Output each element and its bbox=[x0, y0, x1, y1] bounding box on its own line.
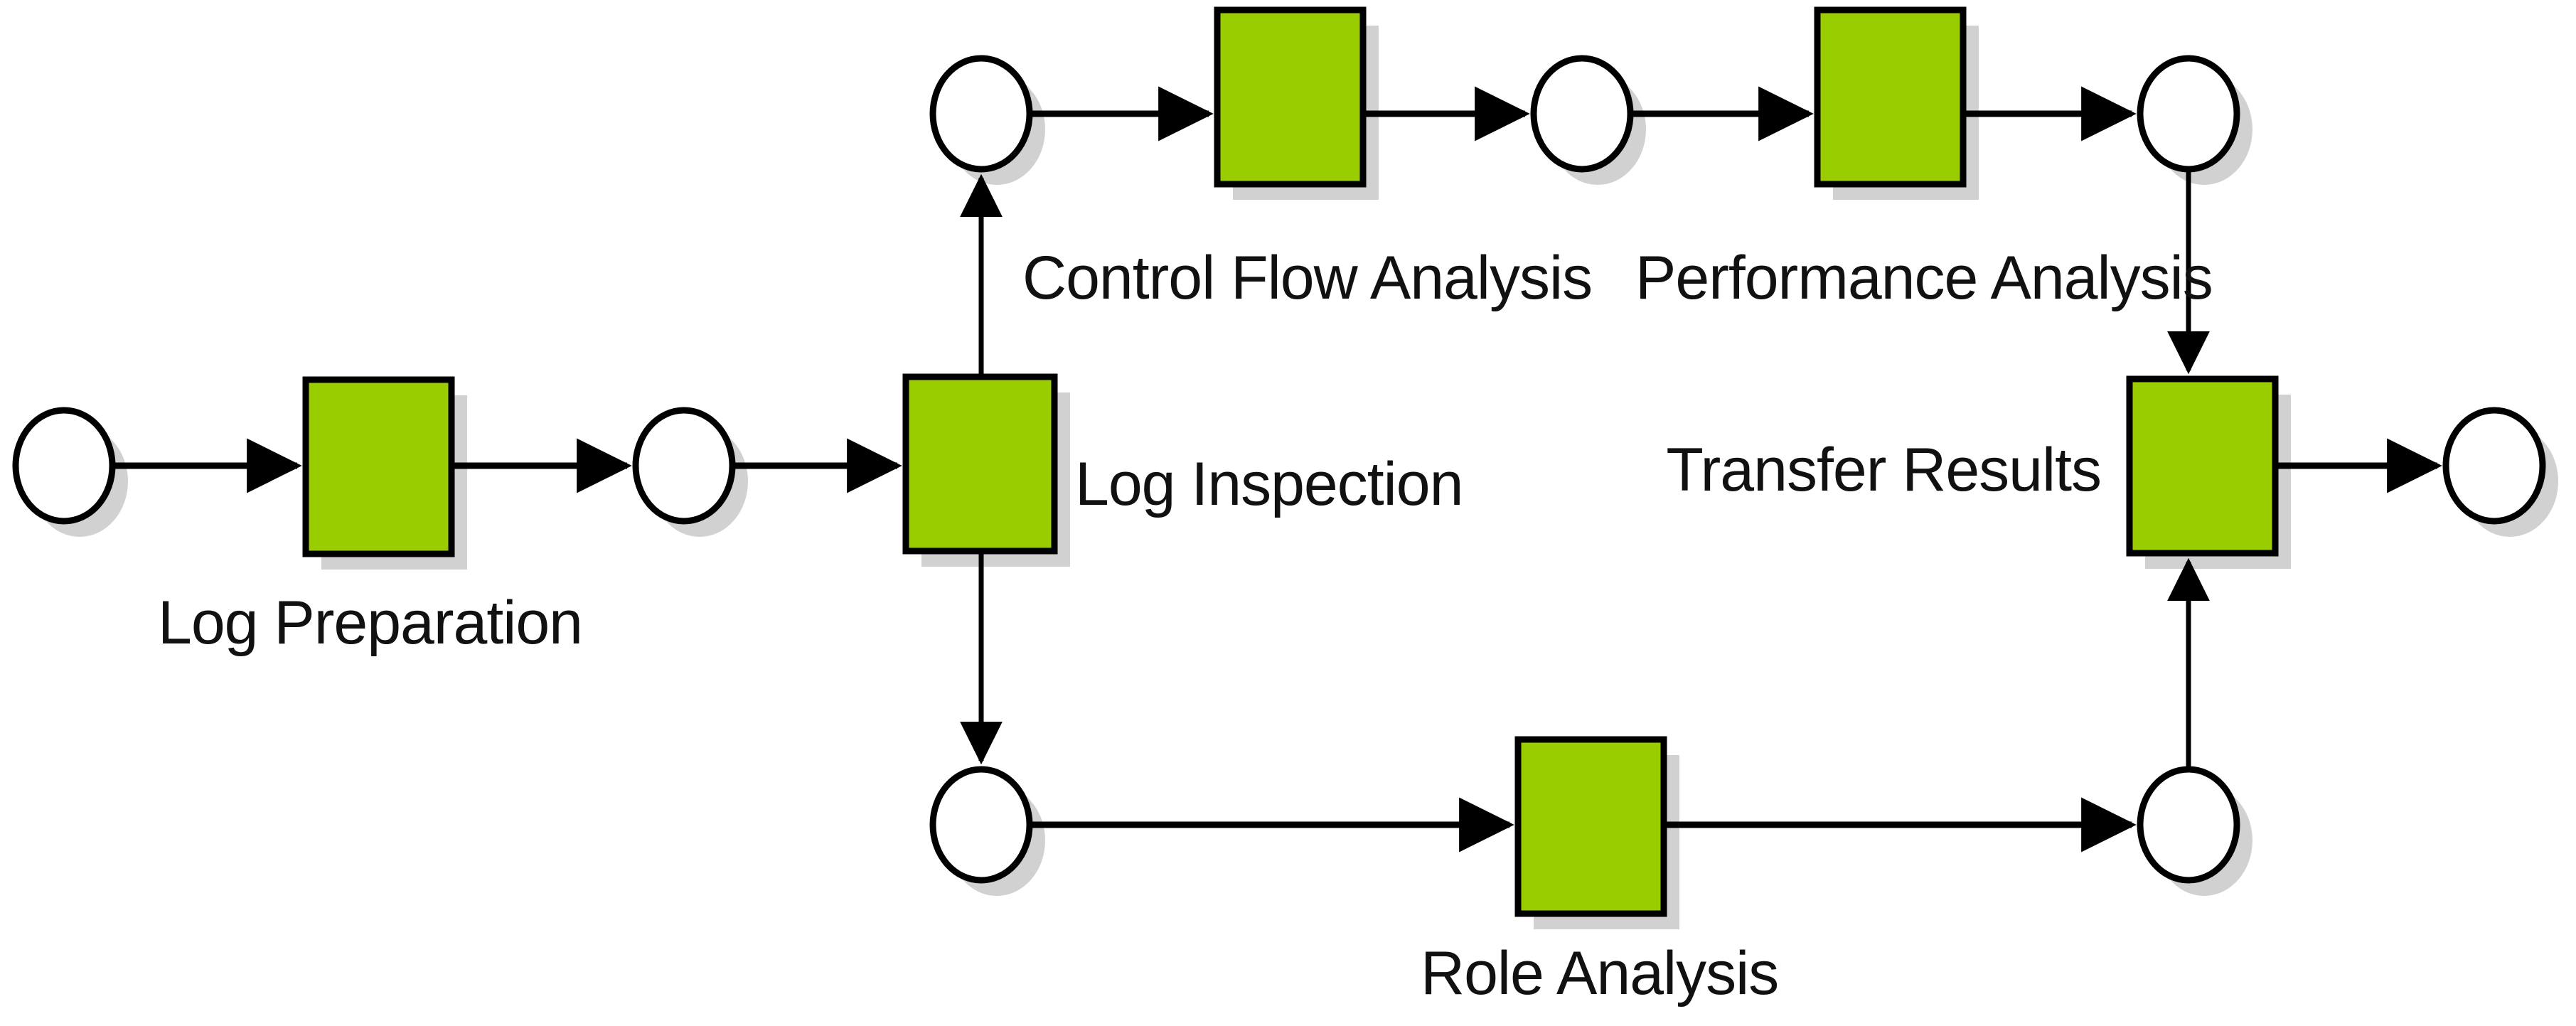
place-prepared[interactable] bbox=[632, 407, 736, 525]
place-end[interactable] bbox=[2442, 407, 2546, 525]
place-start[interactable] bbox=[12, 407, 116, 525]
arc-layer bbox=[112, 86, 2442, 853]
transition-role-analysis[interactable] bbox=[1514, 736, 1667, 917]
label-log-inspection: Log Inspection bbox=[1075, 450, 1463, 518]
transition-log-preparation[interactable] bbox=[302, 376, 455, 557]
transition-performance-analysis[interactable] bbox=[1814, 6, 1967, 188]
transition-transfer-results[interactable] bbox=[2126, 375, 2279, 557]
label-layer: Log Preparation Log Inspection Control F… bbox=[158, 244, 2213, 1008]
place-control-flow-output[interactable] bbox=[1530, 55, 1634, 173]
transition-log-inspection[interactable] bbox=[902, 373, 1058, 555]
place-layer bbox=[12, 55, 2546, 884]
transition-control-flow-analysis[interactable] bbox=[1214, 6, 1367, 188]
label-transfer-results: Transfer Results bbox=[1666, 436, 2101, 504]
place-role-output[interactable] bbox=[2137, 766, 2240, 884]
place-control-flow-input[interactable] bbox=[929, 55, 1033, 173]
label-performance-analysis: Performance Analysis bbox=[1635, 244, 2213, 312]
transition-layer bbox=[302, 6, 2279, 917]
place-role-input[interactable] bbox=[929, 766, 1033, 884]
place-performance-output[interactable] bbox=[2137, 55, 2240, 173]
label-log-preparation: Log Preparation bbox=[158, 589, 582, 657]
label-role-analysis: Role Analysis bbox=[1421, 939, 1778, 1008]
label-control-flow-analysis: Control Flow Analysis bbox=[1022, 244, 1592, 312]
